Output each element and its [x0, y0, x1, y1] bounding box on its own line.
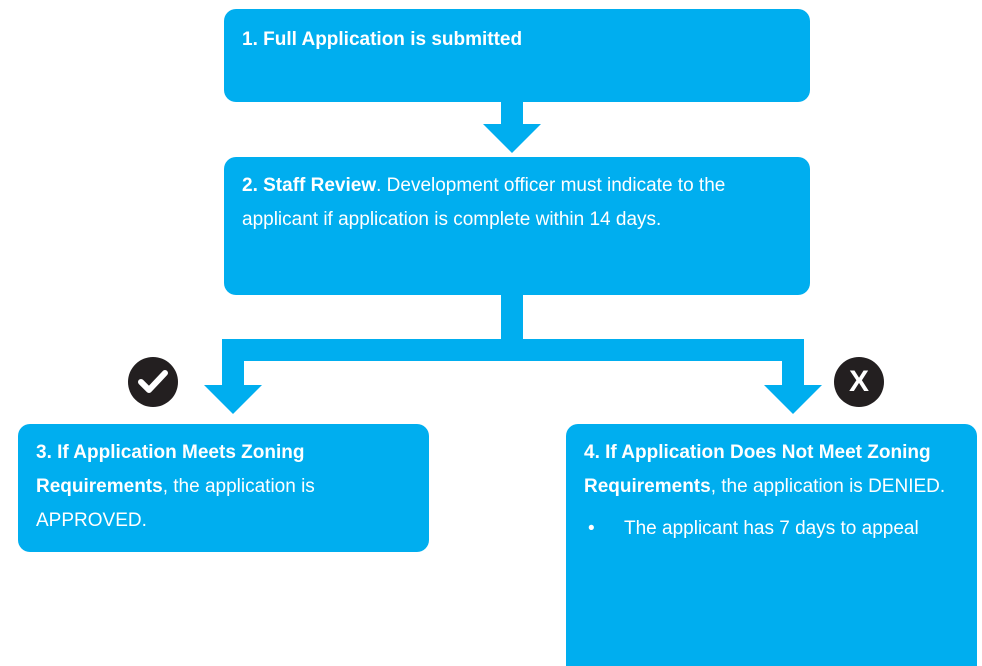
x-icon: X — [848, 365, 869, 398]
approved-badge — [128, 357, 178, 407]
step-1-box: 1. Full Application is submitted — [224, 9, 810, 102]
step-2-title: 2. Staff Review — [242, 175, 377, 196]
connector-branch — [222, 339, 804, 361]
step-3-title: 3. If Application Meets Zoning Requireme… — [36, 442, 305, 497]
arrowhead-left — [204, 385, 262, 414]
connector-1-2 — [501, 102, 523, 124]
step-4-title: 4. If Application Does Not Meet Zoning R… — [584, 442, 931, 497]
check-icon — [138, 370, 168, 393]
step-3-description: , the application is APPROVED. — [36, 476, 315, 531]
arrowhead-right — [764, 385, 822, 414]
step-3-box: 3. If Application Meets Zoning Requireme… — [18, 424, 429, 552]
step-4-text: 4. If Application Does Not Meet Zoning R… — [584, 436, 957, 504]
connector-left — [222, 339, 244, 385]
step-2-description: . Development officer must indicate to t… — [242, 175, 726, 230]
denied-badge: X — [834, 357, 884, 407]
step-2-box: 2. Staff Review. Development officer mus… — [224, 157, 810, 295]
step-1-title: 1. Full Application is submitted — [242, 29, 523, 50]
step-3-text: 3. If Application Meets Zoning Requireme… — [36, 436, 409, 538]
step-4-bullet-text: The applicant has 7 days to appeal — [624, 518, 919, 539]
connector-right — [782, 339, 804, 385]
arrowhead-1-2 — [483, 124, 541, 153]
step-4-bullet: • The applicant has 7 days to appeal — [584, 512, 957, 546]
bullet-mark: • — [588, 518, 595, 539]
step-4-box: 4. If Application Does Not Meet Zoning R… — [566, 424, 977, 666]
step-2-text: 2. Staff Review. Development officer mus… — [242, 169, 792, 237]
connector-trunk — [501, 295, 523, 350]
step-4-description: , the application is DENIED. — [710, 476, 946, 497]
